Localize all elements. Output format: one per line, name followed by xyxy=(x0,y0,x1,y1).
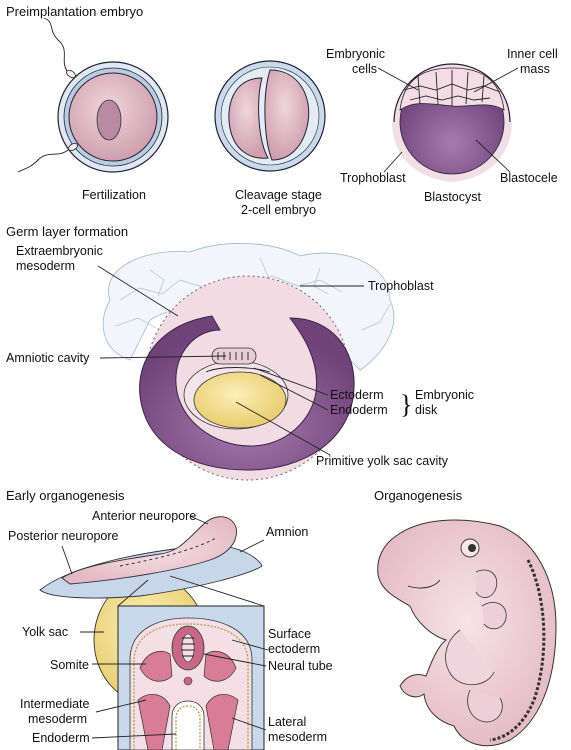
label-neural-tube: Neural tube xyxy=(268,659,333,673)
label-blastocele: Blastocele xyxy=(500,171,558,185)
early-embryo xyxy=(61,516,237,585)
leader-amnion xyxy=(239,539,265,553)
label-extraembryonic-line2: mesoderm xyxy=(16,259,75,273)
label-embryonic-disk-line2: disk xyxy=(415,403,438,417)
leader-primitive-yolk-sac xyxy=(235,401,331,456)
label-surface-ectoderm-line1: Surface xyxy=(268,627,311,641)
leader-embryonic-cells xyxy=(377,67,419,91)
leader-inner-cell-mass xyxy=(473,67,519,93)
fertilization-egg xyxy=(57,61,169,173)
section-title-germ-layer: Germ layer formation xyxy=(6,224,128,239)
leader-blastocele xyxy=(475,139,511,173)
leader-surface-ectoderm xyxy=(231,639,269,651)
label-endoderm-2: Endoderm xyxy=(32,731,90,745)
leader-lateral xyxy=(231,717,267,731)
leader-anterior-neuropore xyxy=(189,515,209,525)
label-inner-cell-mass-line1: Inner cell xyxy=(507,47,558,61)
blastocyst-diagram xyxy=(392,63,512,183)
cross-section-box xyxy=(117,605,265,750)
leader-intermediate xyxy=(95,699,147,713)
section-title-early-organogenesis: Early organogenesis xyxy=(6,488,125,503)
label-yolk-sac: Yolk sac xyxy=(22,625,68,639)
label-cleavage-line2: 2-cell embryo xyxy=(241,203,316,217)
leader-amniotic-cavity xyxy=(99,355,227,359)
label-intermediate-line2: mesoderm xyxy=(28,712,87,726)
label-surface-ectoderm-line2: ectoderm xyxy=(268,642,320,656)
section-title-organogenesis: Organogenesis xyxy=(374,488,463,503)
leader-endoderm-2 xyxy=(91,733,177,739)
label-posterior-neuropore: Posterior neuropore xyxy=(8,529,119,543)
organogenesis-embryo xyxy=(377,519,557,747)
leader-posterior-neuropore xyxy=(61,545,73,575)
leader-trophoblast xyxy=(383,151,403,173)
label-primitive-yolk-sac: Primitive yolk sac cavity xyxy=(316,454,449,468)
label-anterior-neuropore: Anterior neuropore xyxy=(92,509,196,523)
label-amniotic-cavity: Amniotic cavity xyxy=(6,351,90,365)
label-extraembryonic-line1: Extraembryonic xyxy=(16,244,103,258)
label-embryonic-disk-line1: Embryonic xyxy=(415,388,474,402)
label-cleavage-line1: Cleavage stage xyxy=(235,188,322,202)
label-embryonic-cells-line2: cells xyxy=(352,62,377,76)
label-ectoderm: Ectoderm xyxy=(330,388,384,402)
leader-endoderm xyxy=(259,374,329,411)
zoom-lines xyxy=(117,575,265,607)
label-lateral-line2: mesoderm xyxy=(268,730,327,744)
label-fertilization: Fertilization xyxy=(82,188,146,202)
label-intermediate-line1: Intermediate xyxy=(20,697,90,711)
trophoblast-network xyxy=(102,243,395,371)
leader-extraembryonic xyxy=(97,265,179,317)
label-blastocyst: Blastocyst xyxy=(424,190,481,204)
label-inner-cell-mass-line2: mass xyxy=(520,62,550,76)
embryonic-disk-brace: } xyxy=(400,390,412,419)
sperm-cells xyxy=(17,17,78,173)
leader-ectoderm xyxy=(253,367,329,396)
label-trophoblast: Trophoblast xyxy=(340,171,406,185)
label-somite: Somite xyxy=(50,658,89,672)
cleavage-embryo xyxy=(214,60,326,172)
label-endoderm: Endoderm xyxy=(330,403,388,417)
label-trophoblast-2: Trophoblast xyxy=(368,279,434,293)
leader-neural-tube xyxy=(203,653,267,667)
label-embryonic-cells-line1: Embryonic xyxy=(326,47,385,61)
label-amnion: Amnion xyxy=(266,525,308,539)
germ-layer-embryo xyxy=(139,275,355,481)
section-title-preimplantation: Preimplantation embryo xyxy=(6,4,143,19)
label-lateral-line1: Lateral xyxy=(268,715,306,729)
